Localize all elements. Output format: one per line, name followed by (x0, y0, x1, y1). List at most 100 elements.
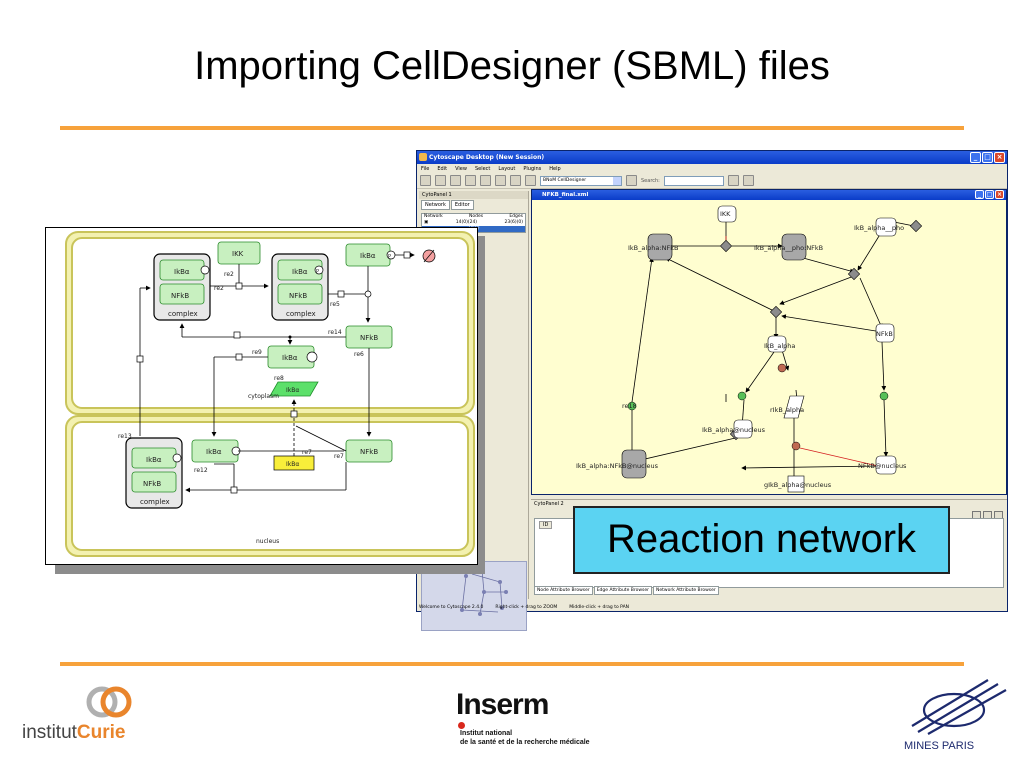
zoom-fit-icon[interactable] (495, 175, 506, 186)
curie-name: Curie (76, 722, 126, 743)
inserm-dot-icon (458, 722, 465, 729)
species-label: NFkB (289, 292, 307, 300)
reaction-label: re13 (118, 433, 132, 440)
species-label: IkBα (360, 252, 376, 260)
minimize-button[interactable]: _ (970, 152, 981, 163)
bottom-divider (60, 662, 964, 666)
process-squares (136, 251, 411, 494)
zoom-out-icon[interactable] (465, 175, 476, 186)
row-nodes: 14(0)(24) (455, 220, 478, 225)
celldesigner-labels: IkBα NFkB complex IkBα NFkB complex P IK… (118, 250, 391, 545)
search-icon[interactable] (626, 175, 637, 186)
node-label: IkB_alpha:NFkB@nucleus (576, 462, 659, 470)
node-label: IkB_alpha__pho (854, 224, 904, 232)
search-input[interactable] (663, 175, 724, 186)
importer-select[interactable]: BNoM CellDesigner (540, 175, 622, 186)
mines-emblem-icon (911, 679, 1007, 735)
table-header: Network Nodes Edges (422, 214, 525, 220)
importer-select-value: BNoM CellDesigner (543, 177, 587, 183)
inserm-subtitle: Institut national (460, 730, 513, 737)
slide-title: Importing CellDesigner (SBML) files (194, 44, 830, 88)
phospho-label: P (388, 254, 391, 260)
inserm-logo: Inserm Institut national de la santé et … (456, 688, 656, 752)
menubar: File Edit View Select Layout Plugins Hel… (417, 164, 1007, 173)
curie-wordmark: institutCurie (22, 722, 126, 744)
menu-plugins[interactable]: Plugins (523, 166, 542, 172)
institut-curie-logo: institutCurie (22, 684, 142, 744)
search-label: Search: (641, 177, 660, 184)
column-edges: Edges (509, 214, 523, 219)
node-label: NFkB (876, 330, 893, 338)
reaction-label: re7 (302, 449, 312, 456)
node-label: IkB_alpha:NFkB (628, 244, 678, 252)
close-button[interactable]: × (995, 190, 1004, 199)
column-nodes: Nodes (469, 214, 484, 219)
mines-paris-logo: MINES PARIS (898, 678, 1010, 756)
complex-label: complex (140, 498, 170, 506)
save-icon[interactable] (435, 175, 446, 186)
mines-wordmark: MINES PARIS (904, 740, 975, 752)
chevron-down-icon (613, 176, 621, 185)
tab-edge-attributes[interactable]: Edge Attribute Browser (593, 586, 653, 595)
reaction-label: re9 (252, 349, 262, 356)
network-window: NFKB_final.xml _ □ × (531, 189, 1007, 495)
phospho-label: P (316, 269, 319, 275)
network-window-titlebar: NFKB_final.xml _ □ × (532, 190, 1006, 200)
cytopanel-1-title: CytoPanel 1 (419, 191, 528, 199)
node-label: re18 (622, 402, 637, 410)
compartment-label: cytoplasm (248, 393, 279, 400)
tab-node-attributes[interactable]: Node Attribute Browser (534, 586, 593, 595)
menu-layout[interactable]: Layout (498, 166, 516, 172)
menu-edit[interactable]: Edit (437, 166, 448, 172)
tab-network[interactable]: Network (421, 200, 450, 210)
species-label: IkBα (286, 387, 299, 394)
window-controls: _ □ × (970, 152, 1005, 163)
tab-editor[interactable]: Editor (450, 200, 474, 210)
curie-prefix: institut (22, 722, 77, 743)
species-label: IkBα (292, 268, 308, 276)
import-icon[interactable] (510, 175, 521, 186)
importer-icon[interactable] (525, 175, 536, 186)
species-label: IKK (232, 250, 244, 258)
species-nodes (621, 205, 897, 493)
zoom-selected-icon[interactable] (480, 175, 491, 186)
app-icon (419, 153, 427, 161)
status-welcome: Welcome to Cytoscape 2.4.0 (419, 605, 484, 610)
zoom-in-icon[interactable] (450, 175, 461, 186)
top-divider (60, 126, 964, 130)
minimize-button[interactable]: _ (975, 190, 984, 199)
network-canvas[interactable]: IKK IkB_alpha:NFkB IkB_alpha__pho:NFkB I… (532, 200, 1006, 494)
species-label: NFkB (360, 334, 378, 342)
reaction-network-callout: Reaction network (573, 506, 950, 574)
cytopanel-1-tabs: Network Editor (419, 199, 528, 211)
chevron-down-icon[interactable] (727, 175, 739, 186)
mini-network-preview (460, 568, 508, 616)
network-edges (631, 221, 915, 480)
close-button[interactable]: × (994, 152, 1005, 163)
node-label: NFkB@nucleus (858, 462, 907, 470)
maximize-button[interactable]: □ (982, 152, 993, 163)
menu-help[interactable]: Help (549, 166, 561, 172)
species-label: IkBα (206, 448, 222, 456)
menu-select[interactable]: Select (474, 166, 491, 172)
compartment-label: nucleus (256, 538, 279, 545)
node-label: rIkB_alpha (770, 406, 804, 414)
vizmapper-icon[interactable] (742, 175, 754, 186)
tab-network-attributes[interactable]: Network Attribute Browser (653, 586, 719, 595)
maximize-button[interactable]: □ (985, 190, 994, 199)
node-label: IkB_alpha (764, 342, 795, 350)
table-row[interactable]: ▣ 14(0)(24) 23(6)(0) (422, 220, 525, 226)
reaction-label: re8 (274, 375, 284, 382)
status-pan-hint: Middle-click + drag to PAN (569, 605, 630, 610)
node-label: IKK (720, 210, 731, 218)
toolbar: BNoM CellDesigner Search: (417, 173, 1007, 189)
open-icon[interactable] (420, 175, 431, 186)
menu-view[interactable]: View (455, 166, 467, 172)
red-edge (799, 447, 879, 467)
node-label: IkB_alpha@nucleus (702, 426, 766, 434)
species-label: IkBα (282, 354, 298, 362)
status-bar: Welcome to Cytoscape 2.4.0 Right-click +… (419, 605, 629, 610)
column-id: ID (539, 521, 553, 529)
species-label: IkBα (174, 268, 190, 276)
menu-file[interactable]: File (421, 166, 430, 172)
